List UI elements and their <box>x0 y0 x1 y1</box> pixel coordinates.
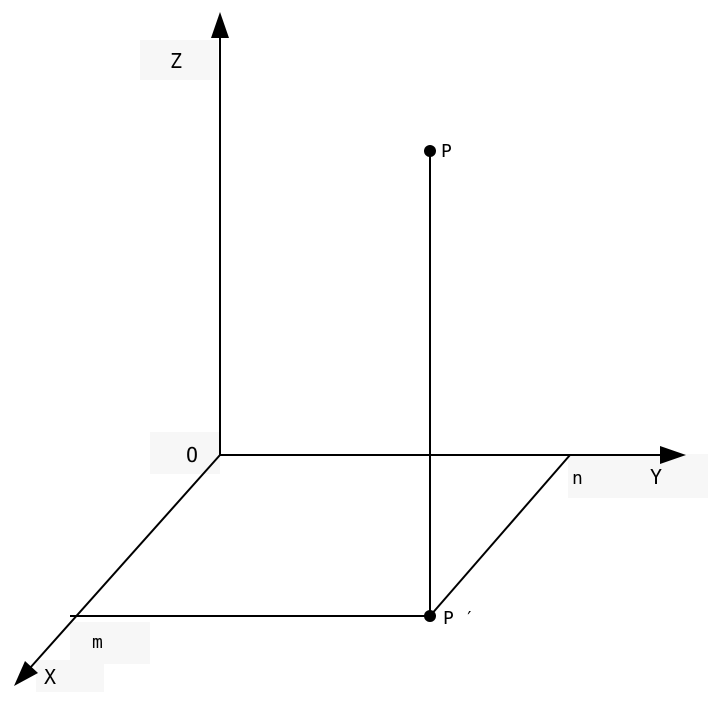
y-label-background <box>568 454 708 498</box>
y-axis-arrowhead <box>660 446 686 464</box>
projection-line-pprime-n <box>429 454 571 617</box>
origin-label: O <box>186 443 198 467</box>
y-axis-label: Y <box>650 465 662 489</box>
z-axis-arrowhead <box>211 12 229 38</box>
point-p-label: P <box>441 141 452 162</box>
x-axis-arrowhead <box>14 661 38 686</box>
x-axis <box>29 454 221 669</box>
x-label-background <box>36 660 104 692</box>
point-p-prime-label: P′ <box>443 608 485 629</box>
m-label-background <box>70 622 150 664</box>
z-axis-label: Z <box>170 49 182 73</box>
z-label-background <box>140 40 218 80</box>
n-label: n <box>572 468 583 489</box>
m-label: m <box>92 632 103 653</box>
x-axis-label: X <box>44 665 56 689</box>
point-p-prime <box>424 610 436 622</box>
point-p <box>424 145 436 157</box>
